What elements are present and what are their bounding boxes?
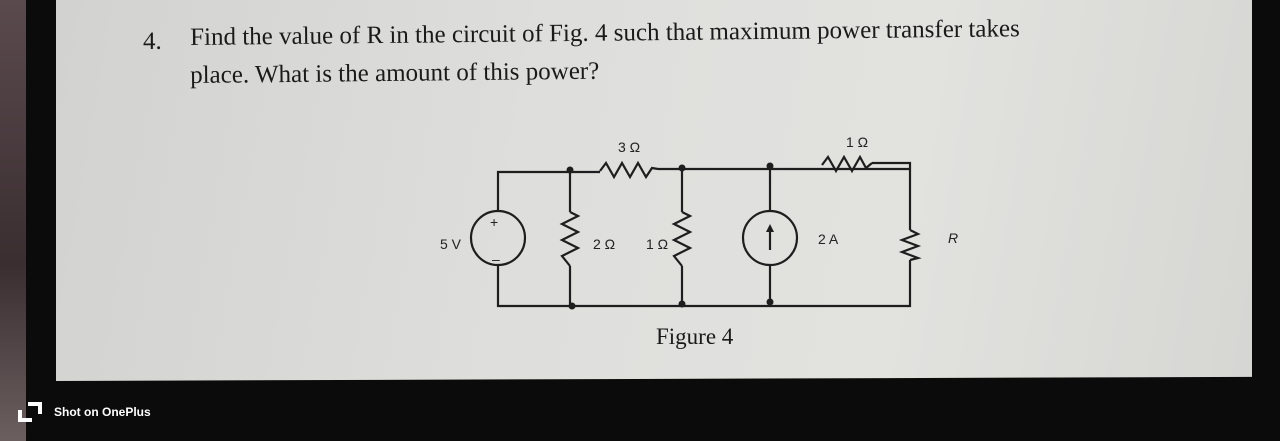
label-1ohm-top: 1 Ω [846, 134, 868, 150]
label-5v: 5 V [440, 236, 462, 252]
oneplus-logo-icon [18, 402, 42, 422]
resistor-load-r [898, 229, 922, 262]
minus-sign: – [492, 251, 500, 267]
watermark-text: Shot on OnePlus [54, 405, 151, 419]
label-r: R [948, 230, 958, 246]
label-3ohm: 3 Ω [618, 139, 640, 155]
plus-sign: + [490, 214, 498, 230]
label-1ohm-shunt: 1 Ω [646, 236, 668, 252]
junction-dots [566, 162, 774, 310]
watermark: Shot on OnePlus [18, 402, 151, 422]
background-edge [0, 0, 30, 441]
resistor-2ohm [559, 211, 581, 267]
current-source [741, 209, 799, 267]
figure-caption: Figure 4 [656, 324, 734, 349]
question-number: 4. [143, 28, 162, 55]
resistor-1ohm-top [821, 154, 873, 174]
wire-top [496, 161, 912, 300]
resistor-1ohm-shunt [671, 211, 693, 267]
label-2ohm: 2 Ω [593, 236, 615, 252]
resistor-3ohm [599, 160, 659, 180]
label-2a: 2 A [818, 231, 839, 247]
